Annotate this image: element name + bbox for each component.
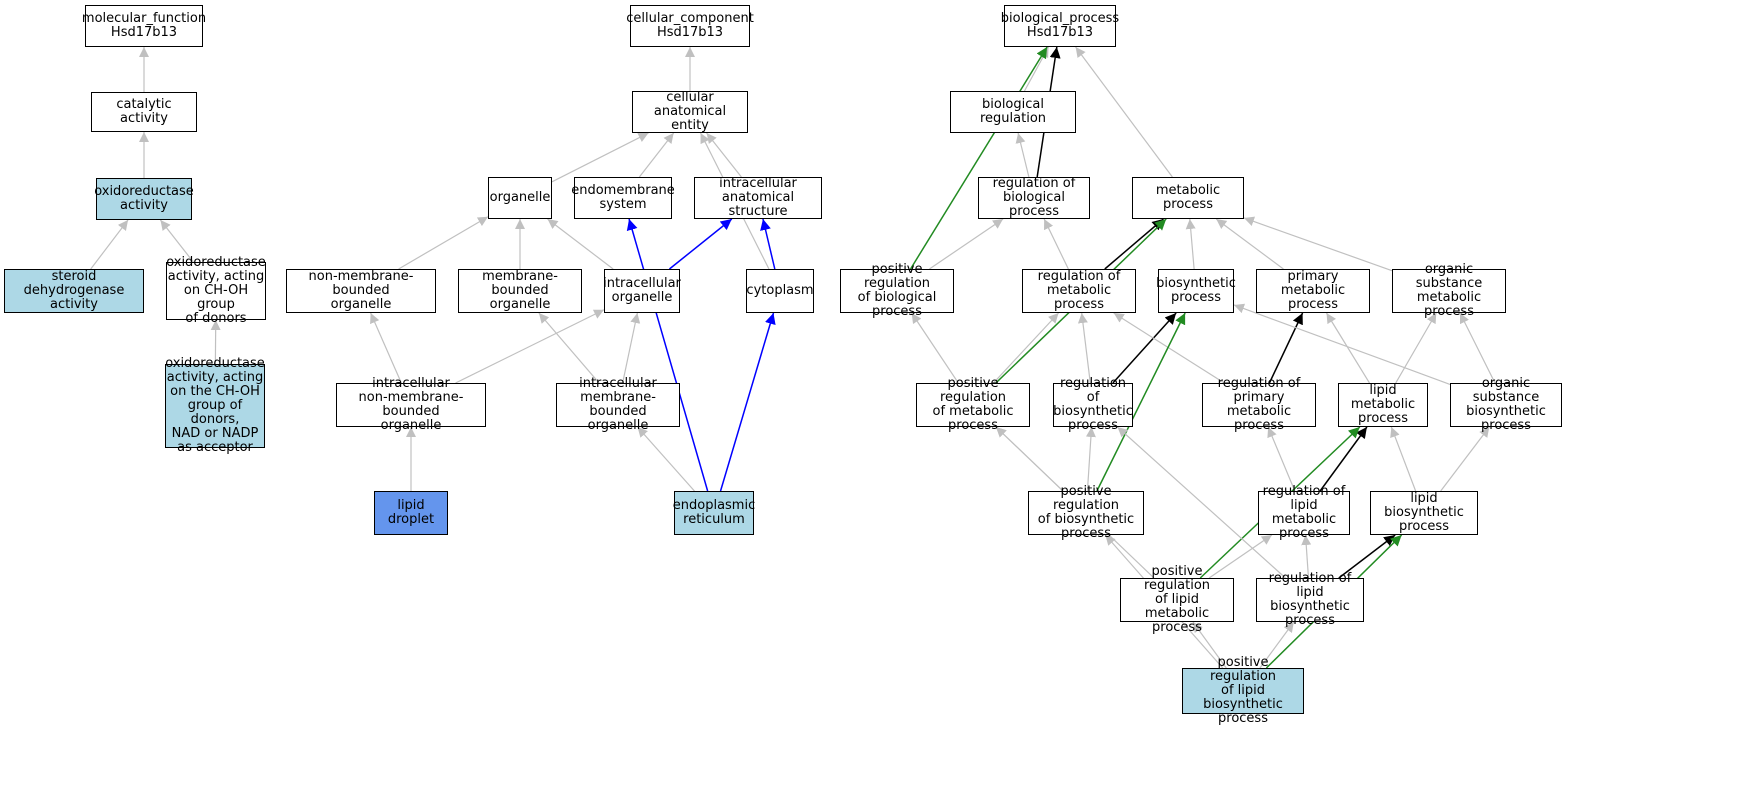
edge-prmp-to-rmp [993, 312, 1059, 384]
edge-prbsp-to-bsp [1096, 312, 1186, 492]
node-lipid-droplet[interactable]: lipid droplet [374, 491, 448, 535]
node-oxidoreductase-ch-oh[interactable]: oxidoreductase activity, acting on CH-OH… [166, 255, 266, 326]
edge-oxich-to-oxidored [159, 219, 194, 263]
node-intracellular-anatomical-structure[interactable]: intracellular anatomical structure [694, 177, 822, 219]
node-regulation-of-metabolic-process[interactable]: regulation of metabolic process [1022, 269, 1136, 313]
node-cellular-anatomical-entity[interactable]: cellular anatomical entity [632, 91, 748, 133]
node-regulation-of-biological-process[interactable]: regulation of biological process [978, 177, 1090, 219]
edge-io-to-ias [668, 218, 733, 270]
edge-rbsp-to-bsp [1112, 312, 1177, 384]
node-catalytic-activity[interactable]: catalytic activity [91, 92, 197, 132]
edge-inmbo-to-nmbo [370, 312, 402, 384]
edge-lbp-to-lmp [1390, 426, 1417, 492]
edge-osbp-to-osmp [1459, 312, 1496, 384]
edge-pmp-to-mp [1215, 218, 1284, 270]
edge-prmp-to-prbp [911, 312, 959, 384]
node-biological-regulation[interactable]: biological regulation [950, 91, 1076, 133]
edge-er-to-cyto [719, 312, 776, 492]
node-non-membrane-bounded-organelle[interactable]: non-membrane-bounded organelle [286, 269, 436, 313]
edge-imbo-to-mbo [538, 312, 600, 384]
node-membrane-bounded-organelle[interactable]: membrane-bounded organelle [458, 269, 582, 313]
node-oxidoreductase-nad-nadp[interactable]: oxidoreductase activity, acting on the C… [165, 356, 265, 455]
edge-io-to-organelle [547, 218, 614, 270]
edge-inmbo-to-io [455, 309, 605, 384]
node-positive-regulation-of-biosynthetic-process[interactable]: positive regulation of biosynthetic proc… [1028, 485, 1144, 541]
edge-lmp-to-pmp [1325, 312, 1371, 384]
node-endoplasmic-reticulum[interactable]: endoplasmic reticulum [673, 491, 755, 535]
edge-lbp-to-osbp [1440, 426, 1490, 492]
edge-organelle-to-cae [551, 132, 649, 183]
edge-rbp-to-breg [1015, 132, 1030, 178]
edge-nmbo-to-organelle [398, 216, 489, 270]
edge-rlbp-to-lbp [1338, 534, 1396, 579]
edge-rlbp-to-rlmp [1301, 534, 1312, 579]
edge-rbsp-to-rmp [1077, 312, 1091, 384]
node-lipid-biosynthetic-process[interactable]: lipid biosynthetic process [1370, 491, 1478, 535]
edge-osmp-to-mp [1243, 216, 1393, 272]
edge-rpmp-to-rmp [1113, 312, 1225, 384]
edge-steroid-to-oxidored [90, 219, 129, 270]
node-cytoplasm[interactable]: cytoplasm [746, 269, 814, 313]
edge-prlmp-to-rlmp [1208, 534, 1273, 579]
node-organelle[interactable]: organelle [488, 177, 552, 219]
edge-endomem-to-cae [638, 132, 675, 178]
node-intracellular-membrane-bounded-organelle[interactable]: intracellular membrane-bounded organelle [556, 377, 680, 433]
edge-rmp-to-rbp [1043, 218, 1069, 270]
node-regulation-of-lipid-biosynthetic-process[interactable]: regulation of lipid biosynthetic process [1256, 572, 1364, 628]
edge-er-to-imbo [637, 426, 695, 492]
node-intracellular-organelle[interactable]: intracellular organelle [603, 269, 681, 313]
node-positive-regulation-of-biological-process[interactable]: positive regulation of biological proces… [840, 263, 954, 319]
node-positive-regulation-of-metabolic-process[interactable]: positive regulation of metabolic process [916, 377, 1030, 433]
edge-bsp-to-mp [1185, 218, 1196, 270]
node-metabolic-process[interactable]: metabolic process [1132, 177, 1244, 219]
node-regulation-of-lipid-metabolic-process[interactable]: regulation of lipid metabolic process [1258, 485, 1350, 541]
edge-er-to-endomem [626, 218, 709, 492]
node-endomembrane-system[interactable]: endomembrane system [571, 177, 675, 219]
edge-imbo-to-io [622, 312, 641, 384]
edge-rpmp-to-pmp [1268, 312, 1304, 384]
edge-prlbp-to-rlbp [1259, 621, 1295, 669]
node-primary-metabolic-process[interactable]: primary metabolic process [1256, 269, 1370, 313]
edge-prbp-to-rbp [929, 218, 1004, 270]
edge-ias-to-cae [706, 132, 742, 178]
edge-mp-to-bp [1075, 46, 1173, 178]
edge-lmp-to-osmp [1395, 312, 1437, 384]
node-regulation-of-primary-metabolic-process[interactable]: regulation of primary metabolic process [1202, 377, 1316, 433]
edge-rmp-to-mp [1104, 218, 1164, 270]
node-molecular-function[interactable]: molecular_function Hsd17b13 [82, 5, 206, 47]
node-cellular-component[interactable]: cellular_component Hsd17b13 [626, 5, 754, 47]
node-steroid-dehydrogenase-activity[interactable]: steroid dehydrogenase activity [4, 269, 144, 313]
edge-rlmp-to-rpmp [1267, 426, 1296, 492]
node-organic-substance-metabolic-process[interactable]: organic substance metabolic process [1392, 263, 1506, 319]
node-regulation-of-biosynthetic-process[interactable]: regulation of biosynthetic process [1053, 376, 1133, 433]
edge-prbsp-to-rbsp [1085, 426, 1096, 492]
node-organic-substance-biosynthetic-process[interactable]: organic substance biosynthetic process [1450, 377, 1562, 433]
node-oxidoreductase-activity[interactable]: oxidoreductase activity [94, 178, 194, 220]
edge-prlbp-to-prlmp [1192, 621, 1227, 669]
edge-rlmp-to-lmp [1319, 426, 1368, 492]
edge-prbp-to-bp [909, 46, 1048, 270]
edge-breg-to-bp [1023, 46, 1050, 92]
node-positive-regulation-of-lipid-metabolic-process[interactable]: positive regulation of lipid metabolic p… [1120, 565, 1234, 635]
edge-osbp-to-bsp [1233, 303, 1451, 385]
node-biosynthetic-process[interactable]: biosynthetic process [1156, 269, 1236, 313]
edge-rlbp-to-rbsp [1117, 426, 1286, 579]
node-biological-process[interactable]: biological_process Hsd17b13 [1001, 5, 1119, 47]
node-lipid-metabolic-process[interactable]: lipid metabolic process [1338, 383, 1428, 427]
node-positive-regulation-of-lipid-biosynthetic-process[interactable]: positive regulation of lipid biosyntheti… [1182, 656, 1304, 726]
node-intracellular-non-membrane-bounded-organelle[interactable]: intracellular non-membrane-bounded organ… [336, 377, 486, 433]
edge-cyto-to-ias [760, 218, 776, 270]
